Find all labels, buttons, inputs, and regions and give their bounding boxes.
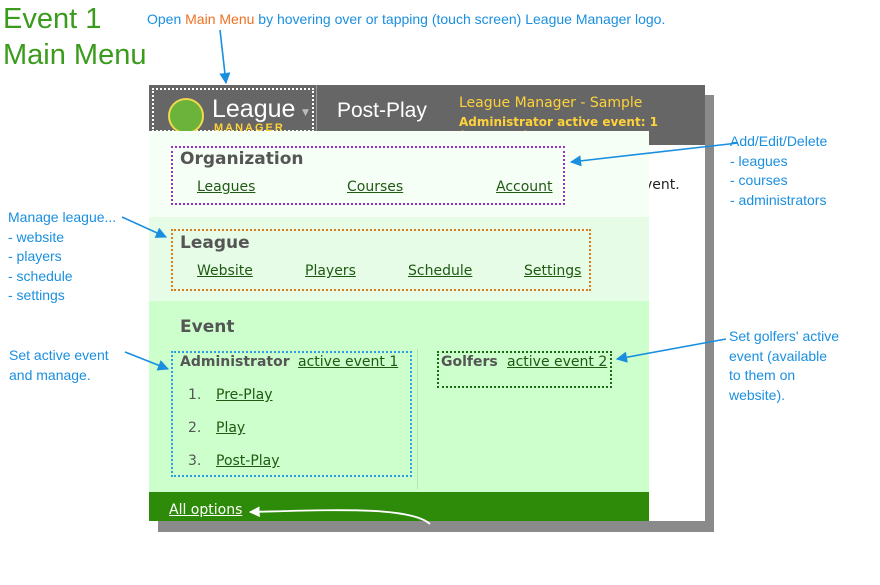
- administrator-label: Administrator: [180, 354, 290, 370]
- event-annotation: Set active event and manage.: [9, 346, 109, 385]
- league-highlight: [171, 229, 591, 291]
- page-heading-line1: Event 1: [3, 3, 102, 35]
- league-title: League: [180, 233, 250, 253]
- menu-footer: [149, 492, 649, 521]
- league-annotation-line: - settings: [8, 287, 65, 303]
- org-annotation-line: - courses: [730, 172, 788, 188]
- golfer-logo-icon: [168, 98, 204, 134]
- top-note-part1: Open: [147, 11, 186, 27]
- event-divider: [417, 349, 418, 489]
- main-menu-dropdown: Organization Leagues Courses Account Lea…: [149, 131, 649, 521]
- org-annotation-line: Add/Edit/Delete: [730, 133, 828, 149]
- header-divider: [316, 85, 317, 145]
- chevron-down-icon: ▼: [302, 108, 309, 118]
- event-title: Event: [180, 317, 235, 337]
- golfers-annotation-line: Set golfers' active: [729, 328, 840, 344]
- logo-word: League: [212, 95, 296, 123]
- link-all-options[interactable]: All options: [169, 502, 243, 518]
- top-annotation: Open Main Menu by hovering over or tappi…: [147, 10, 665, 30]
- link-post-play[interactable]: Post-Play: [216, 453, 280, 469]
- league-annotation-line: - players: [8, 248, 62, 264]
- arrow-to-administrator: [124, 351, 170, 371]
- organization-section: [149, 131, 649, 217]
- link-play[interactable]: Play: [216, 420, 246, 436]
- league-section: [149, 217, 649, 301]
- event-section: [149, 301, 649, 492]
- league-annotation-line: - schedule: [8, 267, 73, 284]
- link-courses[interactable]: Courses: [347, 179, 404, 195]
- arrow-to-organization: [569, 142, 739, 167]
- link-schedule[interactable]: Schedule: [408, 263, 473, 279]
- link-website[interactable]: Website: [197, 263, 253, 279]
- golfers-annotation: Set golfers' active event (available to …: [729, 327, 839, 405]
- league-annotation-line: Manage league...: [8, 209, 117, 225]
- step-number-1: 1.: [188, 387, 202, 403]
- link-leagues[interactable]: Leagues: [197, 179, 256, 195]
- page-heading-line2: Main Menu: [3, 39, 147, 71]
- golfers-annotation-line: event (available: [729, 347, 828, 364]
- link-players[interactable]: Players: [305, 263, 356, 279]
- arrow-to-logo: [219, 29, 231, 85]
- golfers-highlight: [437, 351, 612, 388]
- arrow-to-all-options: [248, 506, 431, 525]
- golfers-annotation-line: website).: [729, 386, 786, 403]
- link-pre-play[interactable]: Pre-Play: [216, 387, 273, 403]
- golfers-annotation-line: to them on: [729, 367, 796, 383]
- link-settings[interactable]: Settings: [524, 263, 582, 279]
- top-note-highlight: Main Menu: [185, 11, 255, 27]
- step-number-3: 3.: [188, 453, 202, 469]
- org-annotation-line: - leagues: [730, 152, 788, 169]
- link-account[interactable]: Account: [496, 179, 553, 195]
- link-golfers-active-event[interactable]: active event 2: [507, 354, 608, 370]
- top-note-part2: by hovering over or tapping (touch scree…: [254, 11, 666, 27]
- league-annotation: Manage league... - website - players - s…: [8, 208, 116, 306]
- event-annotation-line: and manage.: [9, 366, 91, 383]
- step-number-2: 2.: [188, 420, 202, 436]
- link-admin-active-event[interactable]: active event 1: [298, 354, 399, 370]
- arrow-to-league: [121, 216, 168, 238]
- league-annotation-line: - website: [8, 228, 65, 245]
- org-annotation: Add/Edit/Delete - leagues - courses - ad…: [730, 132, 827, 210]
- org-annotation-line: - administrators: [730, 191, 827, 208]
- organization-highlight: [171, 146, 565, 205]
- app-title: League Manager - Sample: [459, 95, 643, 111]
- administrator-highlight: [171, 351, 412, 477]
- event-annotation-line: Set active event: [9, 347, 109, 363]
- background-page-text: vent.: [644, 177, 680, 193]
- golfers-label: Golfers: [441, 354, 498, 370]
- organization-title: Organization: [180, 149, 304, 169]
- arrow-to-golfers: [615, 338, 727, 363]
- page-title: Post-Play: [337, 99, 427, 122]
